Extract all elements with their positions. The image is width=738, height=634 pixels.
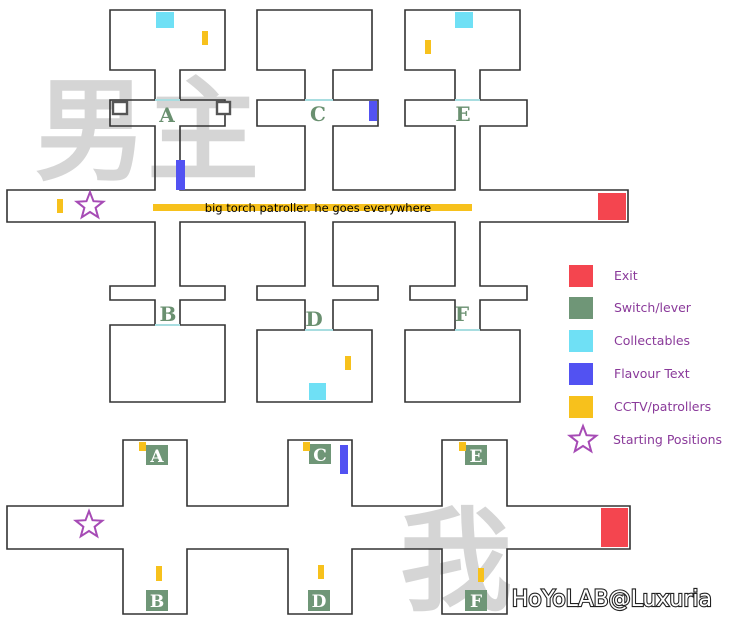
cctv-marker (478, 568, 484, 582)
legend-label-cctv: CCTV/patrollers (614, 399, 711, 414)
legend-label-starting-positions: Starting Positions (613, 432, 722, 447)
bottom-map: A C E B D F (6, 439, 631, 615)
switch-label-a: A (149, 447, 164, 467)
switch-b (146, 590, 168, 611)
collectable-marker (156, 12, 174, 28)
cctv-marker (425, 40, 431, 54)
patroller-path (153, 204, 472, 211)
top-map: A C E B D F big torch patroller. he goes… (6, 9, 629, 403)
flavour-text-marker (340, 445, 348, 474)
cctv-marker (303, 442, 310, 451)
switch-label-a: A (158, 103, 175, 127)
exit-swatch (569, 265, 593, 287)
switch-label-c: C (313, 446, 327, 466)
patroller-note: big torch patroller. he goes everywhere (205, 201, 431, 215)
bottom-map-outline (6, 439, 631, 615)
legend-label-collectables: Collectables (614, 333, 690, 348)
cctv-marker (57, 199, 63, 213)
collectable-marker (455, 12, 473, 28)
exit-marker (598, 193, 626, 220)
switch-d (308, 590, 330, 611)
switch-swatch (569, 297, 593, 319)
collectable-marker (309, 383, 326, 400)
switch-label-b: B (160, 302, 177, 326)
switch-a (146, 445, 168, 465)
watermark-top: 男主 (35, 67, 259, 197)
legend-label-exit: Exit (614, 268, 638, 283)
start-star-icon (73, 189, 107, 220)
cctv-marker (202, 31, 208, 45)
cctv-marker (345, 356, 351, 370)
switch-c (309, 444, 331, 464)
switch-label-f: F (455, 302, 469, 326)
switch-e (465, 445, 487, 465)
collectable-swatch (569, 330, 593, 352)
wall-box-right (215, 100, 232, 116)
cctv-swatch (569, 396, 593, 418)
top-map-outline (6, 9, 629, 403)
flavour-text-marker (176, 160, 185, 190)
switch-label-e: E (470, 447, 483, 467)
start-star-icon (72, 508, 106, 539)
switch-label-c: C (310, 102, 326, 126)
switch-f (465, 590, 487, 611)
flavour-text-marker (369, 101, 377, 121)
cctv-marker (156, 566, 162, 581)
switch-label-f: F (470, 592, 482, 612)
cctv-marker (139, 442, 146, 451)
watermark-bottom: 我 (400, 497, 512, 627)
switch-label-d: D (312, 592, 327, 612)
credit-text: HoYoLAB@Luxuria (512, 587, 712, 612)
cctv-marker (459, 442, 466, 451)
flavour-text-swatch (569, 363, 593, 385)
wall-box-left (111, 100, 129, 116)
legend-label-flavour-text: Flavour Text (614, 366, 690, 381)
switch-label-e: E (455, 102, 470, 126)
legend-label-switch: Switch/lever (614, 300, 692, 315)
switch-label-b: B (150, 592, 164, 612)
switch-label-d: D (305, 307, 322, 331)
cctv-marker (318, 565, 324, 579)
exit-marker (601, 508, 628, 547)
legend: Exit Switch/lever Collectables Flavour T… (566, 265, 722, 454)
star-icon (566, 423, 600, 454)
